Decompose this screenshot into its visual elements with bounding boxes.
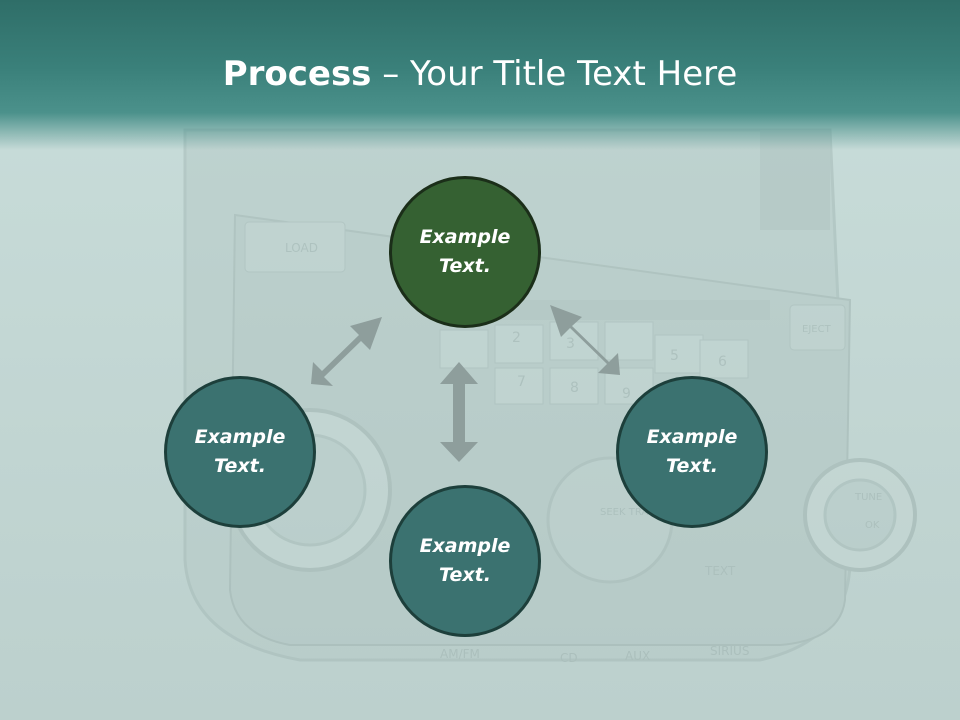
svg-text:SIRIUS: SIRIUS (710, 644, 749, 658)
svg-text:EJECT: EJECT (802, 324, 832, 335)
arrow-right-top (550, 305, 620, 375)
slide-title[interactable]: Process – Your Title Text Here (0, 52, 960, 96)
svg-text:OK: OK (865, 520, 880, 531)
process-node-bottom[interactable]: Example Text. (389, 485, 541, 637)
node-top-label: Example Text. (419, 226, 511, 277)
svg-text:2: 2 (512, 330, 521, 346)
node-left-label: Example Text. (194, 426, 286, 477)
title-bold: Process (222, 54, 372, 94)
svg-text:5: 5 (670, 348, 679, 364)
svg-text:8: 8 (570, 380, 579, 396)
title-rest: – Your Title Text Here (371, 54, 738, 94)
svg-text:SEEK TRACK: SEEK TRACK (600, 507, 662, 518)
svg-text:AM/FM: AM/FM (440, 647, 480, 661)
process-node-top[interactable]: Example Text. (389, 176, 541, 328)
title-bar (0, 0, 960, 150)
node-bottom-label: Example Text. (419, 535, 511, 586)
process-node-right[interactable]: Example Text. (616, 376, 768, 528)
arrow-left-top (311, 317, 382, 386)
svg-text:3: 3 (566, 336, 575, 352)
svg-text:CD: CD (560, 651, 578, 665)
arrow-vertical (440, 362, 478, 462)
svg-text:6: 6 (718, 354, 727, 370)
svg-text:7: 7 (517, 374, 526, 390)
svg-text:TEXT: TEXT (704, 564, 736, 578)
svg-text:9: 9 (622, 386, 631, 402)
node-right-label: Example Text. (646, 426, 738, 477)
svg-text:LOAD: LOAD (285, 241, 318, 255)
svg-text:TUNE: TUNE (854, 492, 882, 503)
process-node-left[interactable]: Example Text. (164, 376, 316, 528)
svg-text:AUX: AUX (625, 649, 650, 663)
